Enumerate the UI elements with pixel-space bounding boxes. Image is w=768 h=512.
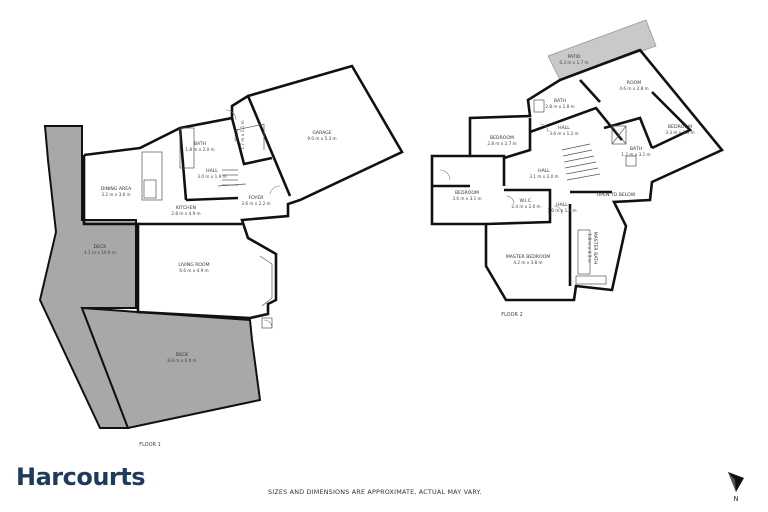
room-master-bath-name: MASTER BATH <box>592 232 598 265</box>
room-hall-top-dims: 3.6 m x 1.2 m <box>549 131 578 136</box>
room-garage-dims: 9.0 m x 5.3 m <box>307 136 336 141</box>
room-living-dims: 6.6 m x 4.9 m <box>179 268 208 273</box>
room-foyer-dims: 3.6 m x 2.2 m <box>241 201 270 206</box>
room-bath-top-name: BATH <box>554 98 566 104</box>
room-foyer-name: FOYER <box>249 195 265 201</box>
room-bedroom-right-name: BEDROOM <box>668 124 692 130</box>
room-wic-2-name: W.I.C. <box>520 198 533 204</box>
room-garage-name: GARAGE <box>312 130 331 136</box>
room-master-bedroom-name: MASTER BEDROOM <box>506 254 550 260</box>
floor-1 <box>38 64 404 430</box>
room-bedroom-left-dims: 3.6 m x 3.1 m <box>452 196 481 201</box>
floor-1-labels: GARAGE 9.0 m x 5.3 m BATH 1.8 m x 2.0 m … <box>84 120 337 448</box>
room-deck-small-dims: 4.1 m x 10.9 m <box>84 250 116 255</box>
room-hall-mid-dims: 3.1 m x 2.0 m <box>529 174 558 179</box>
room-master-bath-dims: 1.8 m x 4.3 m <box>587 233 592 262</box>
room-room-name: ROOM <box>627 80 641 86</box>
stairs-floor-2 <box>561 143 601 181</box>
room-open-below-name: OPEN TO BELOW <box>597 192 636 198</box>
north-label: N <box>733 495 738 502</box>
room-bath-top-dims: 2.8 m x 1.8 m <box>545 104 574 109</box>
room-bath-right-dims: 1.2 m x 3.1 m <box>621 152 650 157</box>
room-deck-large-dims: 8.6 m x 6.0 m <box>167 358 196 363</box>
room-bath-dims: 1.8 m x 2.0 m <box>185 147 214 152</box>
room-hall-mid-name: HALL <box>538 168 550 174</box>
north-arrow-icon: N <box>728 472 744 502</box>
room-patio-name: PATIO <box>567 54 580 60</box>
room-bedroom-right-dims: 3.3 m x 3.3 m <box>665 130 694 135</box>
room-dining-name: DINING AREA <box>101 186 132 192</box>
room-wic-dims: 1.7 m x 1.1 m <box>240 120 245 149</box>
floor-1-label: FLOOR 1 <box>139 442 161 448</box>
room-bath-name: BATH <box>194 141 206 147</box>
room-living-name: LIVING ROOM <box>178 262 209 268</box>
room-hall-top-name: HALL <box>558 125 570 131</box>
room-hall-dims: 3.0 m x 1.9 m <box>197 174 226 179</box>
room-hall-small-dims: 1.0 m x 1.8 m <box>547 208 576 213</box>
deck-large-area <box>80 306 262 430</box>
room-deck-large-name: DECK <box>176 352 190 358</box>
harcourts-logo: Harcourts <box>16 463 146 491</box>
floor-2-walls <box>430 48 725 302</box>
room-wic-2-dims: 2.4 m x 2.0 m <box>511 204 540 209</box>
patio-area <box>547 19 657 81</box>
disclaimer-text: SIZES AND DIMENSIONS ARE APPROXIMATE, AC… <box>268 488 482 496</box>
room-master-bedroom-dims: 4.2 m x 3.8 m <box>513 260 542 265</box>
room-wic-name: W.I.C. <box>234 129 240 142</box>
room-dining-dims: 3.2 m x 3.6 m <box>101 192 130 197</box>
floor-2-label: FLOOR 2 <box>501 312 523 318</box>
room-room-dims: 4.6 m x 2.8 m <box>619 86 648 91</box>
room-bedroom-top-name: BEDROOM <box>490 135 514 141</box>
room-bath-right-name: BATH <box>630 146 642 152</box>
room-deck-small-name: DECK <box>94 244 108 250</box>
stairs-floor-1 <box>222 169 238 186</box>
room-kitchen-name: KITCHEN <box>176 205 196 211</box>
room-kitchen-dims: 2.8 m x 4.9 m <box>171 211 200 216</box>
floor-2 <box>430 19 725 302</box>
room-bedroom-top-dims: 2.8 m x 2.7 m <box>487 141 516 146</box>
room-bedroom-left-name: BEDROOM <box>455 190 479 196</box>
floor-2-labels: PATIO 6.3 m x 1.7 m ROOM 4.6 m x 2.8 m B… <box>452 54 694 318</box>
room-patio-dims: 6.3 m x 1.7 m <box>559 60 588 65</box>
room-hall-name: HALL <box>206 168 218 174</box>
room-hall-small-name: HALL <box>556 202 568 208</box>
